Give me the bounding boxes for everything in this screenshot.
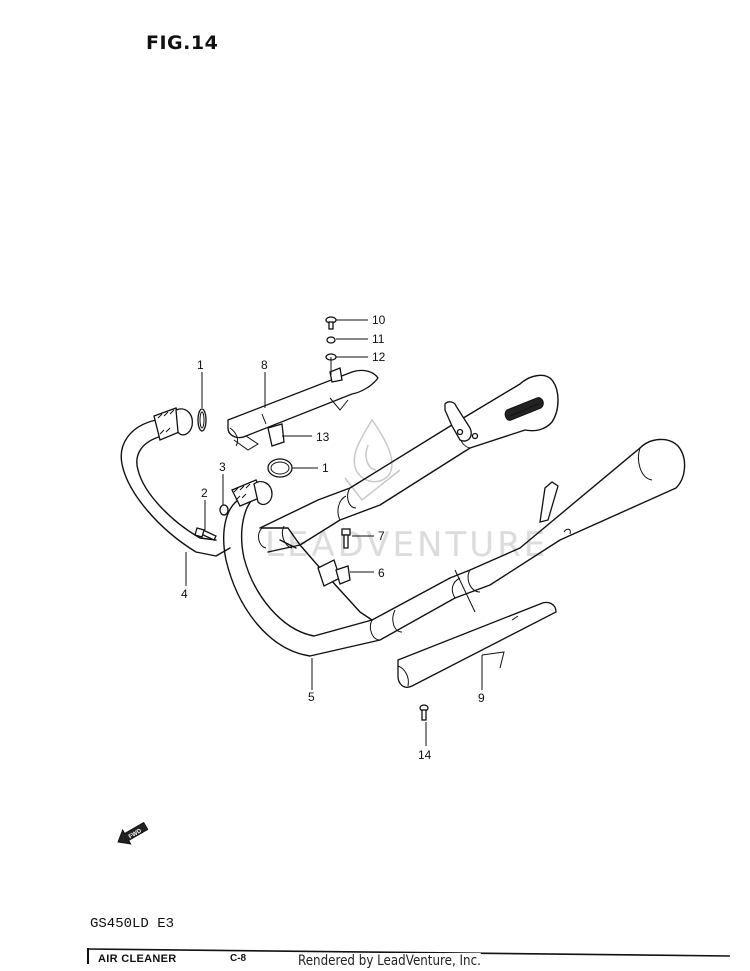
footer-rule [87,948,731,964]
watermark-text: LEADVENTURE [265,525,548,565]
lower-muffler [449,438,686,599]
callout-12: 12 [372,350,386,364]
upper-muffler [259,374,559,553]
screw [325,316,337,330]
bolt [194,527,217,541]
heat-shield-lower [397,601,557,688]
fwd-arrow-icon: FWD [117,821,149,845]
model-code: GS450LD E3 [90,916,175,932]
callout-14: 14 [418,748,432,762]
exhaust-pipe-right [223,479,456,657]
clamp [317,559,351,587]
callout-3: 3 [219,460,226,474]
callout-10: 10 [372,313,386,327]
callout-1-left: 1 [197,358,204,372]
callout-9: 9 [478,691,485,705]
washer-3 [219,504,229,516]
exhaust-pipe-left [120,407,231,557]
footer-code: C-8 [230,953,247,964]
callout-2: 2 [201,486,208,500]
callout-5: 5 [308,690,315,704]
screw-lower [419,704,429,721]
clamp-bolt [341,528,351,549]
callout-4: 4 [181,587,188,601]
callout-8: 8 [261,358,268,372]
footer-section: AIR CLEANER [98,953,177,965]
callout-11: 11 [372,332,385,346]
nut [326,336,336,344]
callout-13: 13 [316,430,330,444]
watermark-logo: LEADVENTURE [265,418,548,565]
heat-shield-upper [227,367,379,451]
callout-7: 7 [378,529,385,543]
figure-title: FIG.14 [146,32,219,54]
render-credit: Rendered by LeadVenture, Inc. [298,953,481,969]
leader-lines [185,319,505,746]
callout-6: 6 [378,566,385,580]
callout-1-right: 1 [322,461,329,475]
